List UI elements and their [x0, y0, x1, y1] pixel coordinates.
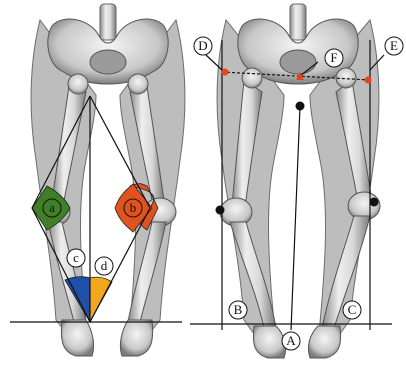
- label-A: A: [282, 332, 300, 350]
- label-C: C: [343, 301, 361, 319]
- svg-text:b: b: [130, 200, 137, 215]
- left-leg-illustration: [31, 4, 185, 356]
- svg-text:C: C: [348, 302, 357, 317]
- label-c: c: [67, 249, 85, 267]
- svg-text:E: E: [390, 38, 398, 53]
- label-B: B: [229, 301, 247, 319]
- svg-text:c: c: [73, 250, 79, 265]
- label-E: E: [385, 37, 403, 55]
- svg-text:B: B: [234, 302, 243, 317]
- svg-text:A: A: [286, 333, 296, 348]
- label-D: D: [194, 37, 212, 55]
- label-F: F: [325, 49, 343, 67]
- svg-text:D: D: [198, 38, 207, 53]
- svg-text:a: a: [49, 200, 55, 215]
- label-d: d: [95, 257, 113, 275]
- svg-text:F: F: [330, 50, 337, 65]
- svg-text:d: d: [101, 258, 108, 273]
